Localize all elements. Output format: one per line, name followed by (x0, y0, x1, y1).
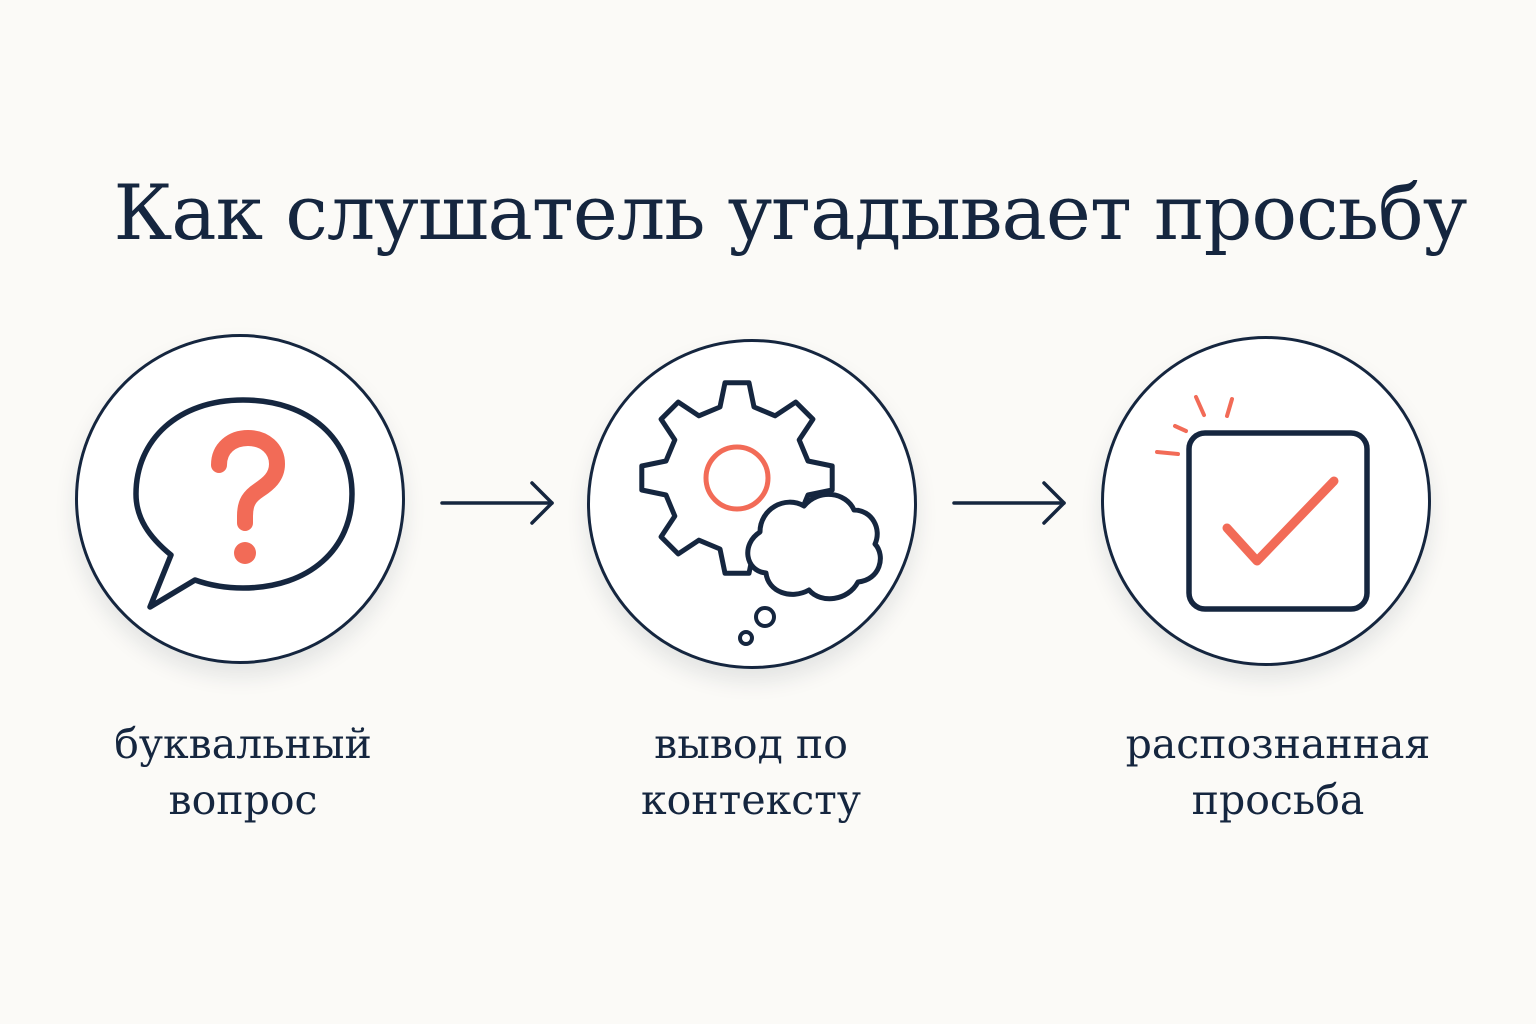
step-2-label-line-1: вывод по (654, 720, 848, 768)
step-2-circle (587, 339, 917, 669)
thought-cloud-icon (745, 491, 883, 602)
question-speech-bubble-icon (133, 397, 355, 610)
step-1-label-line-2: вопрос (168, 776, 318, 824)
arrow-right-icon (952, 481, 1066, 525)
step-3-label-line-2: просьба (1191, 776, 1365, 824)
step-3-circle (1101, 336, 1431, 666)
step-1-label-line-1: буквальный (114, 720, 372, 768)
gear-thought-cloud-icon (639, 380, 883, 646)
arrow-right-icon (440, 481, 554, 525)
step-2-label-line-2: контексту (641, 776, 861, 824)
highlight-rays-icon (1155, 395, 1234, 456)
step-3-label: распознанная просьба (1088, 716, 1468, 828)
step-1-label: буквальный вопрос (53, 716, 433, 828)
diagram-title: Как слушатель угадывает просьбу (113, 167, 1467, 257)
step-3-label-line-1: распознанная (1125, 720, 1431, 768)
step-2-label: вывод по контексту (561, 716, 941, 828)
checkbox-checkmark-icon (1155, 395, 1370, 612)
step-1-circle (75, 334, 405, 664)
